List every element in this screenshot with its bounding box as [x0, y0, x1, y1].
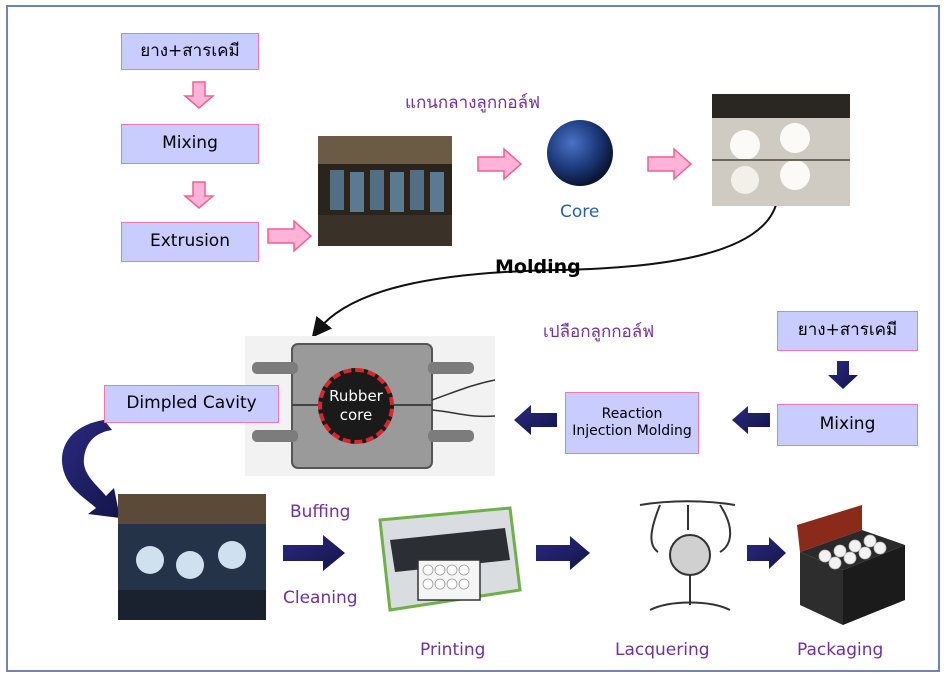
mixing-machine-photo — [318, 136, 452, 246]
cleaning-label: Cleaning — [283, 588, 358, 608]
navy-left-arrow-1 — [732, 406, 770, 434]
packaging-label: Packaging — [797, 640, 884, 660]
navy-down-arrow — [828, 361, 858, 389]
navy-right-arrow-1 — [283, 535, 345, 571]
input-box-top: ยาง+สารเคมี — [121, 33, 259, 70]
rubber-core-badge: Rubber core — [318, 368, 394, 444]
lacquering-robot-illustration — [639, 500, 736, 611]
lacquering-label: Lacquering — [615, 640, 710, 660]
navy-curved-arrow — [61, 420, 120, 518]
extrusion-box: Extrusion — [121, 222, 259, 262]
golf-ball-box-illustration — [797, 505, 905, 625]
navy-right-arrow-2 — [536, 536, 590, 570]
molding-label: Molding — [495, 256, 581, 278]
rubber-core-line2: core — [339, 406, 373, 424]
pink-down-arrow-1 — [182, 81, 216, 109]
rim-label-line1: Reaction — [601, 405, 663, 422]
input-label-top: ยาง+สารเคมี — [140, 40, 240, 61]
core-title: แกนกลางลูกกอล์ฟ — [405, 93, 541, 113]
navy-right-arrow-3 — [747, 537, 786, 569]
buffing-label: Buffing — [290, 502, 351, 522]
diagram-frame — [6, 5, 940, 672]
molding-curve-arrow — [311, 204, 777, 338]
pink-right-arrow-3 — [647, 147, 693, 181]
mixing-label-top: Mixing — [162, 133, 218, 154]
dimpled-cavity-label: Dimpled Cavity — [126, 393, 257, 414]
core-molding-photo — [712, 94, 850, 206]
pink-down-arrow-2 — [182, 181, 216, 209]
buffing-machine-photo — [118, 494, 266, 620]
rim-label-line2: Injection Molding — [572, 423, 692, 439]
dimpled-cavity-box: Dimpled Cavity — [104, 385, 279, 423]
mixing-box-top: Mixing — [121, 124, 259, 164]
navy-left-arrow-2 — [514, 405, 557, 435]
shell-title: เปลือกลูกกอล์ฟ — [543, 322, 655, 342]
input-label-mid: ยาง+สารเคมี — [797, 320, 898, 341]
pink-right-arrow-1 — [267, 219, 313, 253]
extrusion-label: Extrusion — [150, 231, 230, 252]
pink-right-arrow-2 — [477, 147, 523, 181]
core-label: Core — [560, 202, 600, 222]
input-box-mid: ยาง+สารเคมี — [777, 311, 918, 351]
mixing-box-mid: Mixing — [777, 404, 918, 446]
rubber-core-line1: Rubber — [329, 386, 383, 405]
mixing-label-mid: Mixing — [819, 414, 876, 435]
rim-box: Reaction Injection Molding — [565, 392, 699, 454]
printer-illustration — [378, 506, 522, 612]
printing-label: Printing — [420, 640, 486, 660]
golf-core-ball — [547, 120, 613, 186]
